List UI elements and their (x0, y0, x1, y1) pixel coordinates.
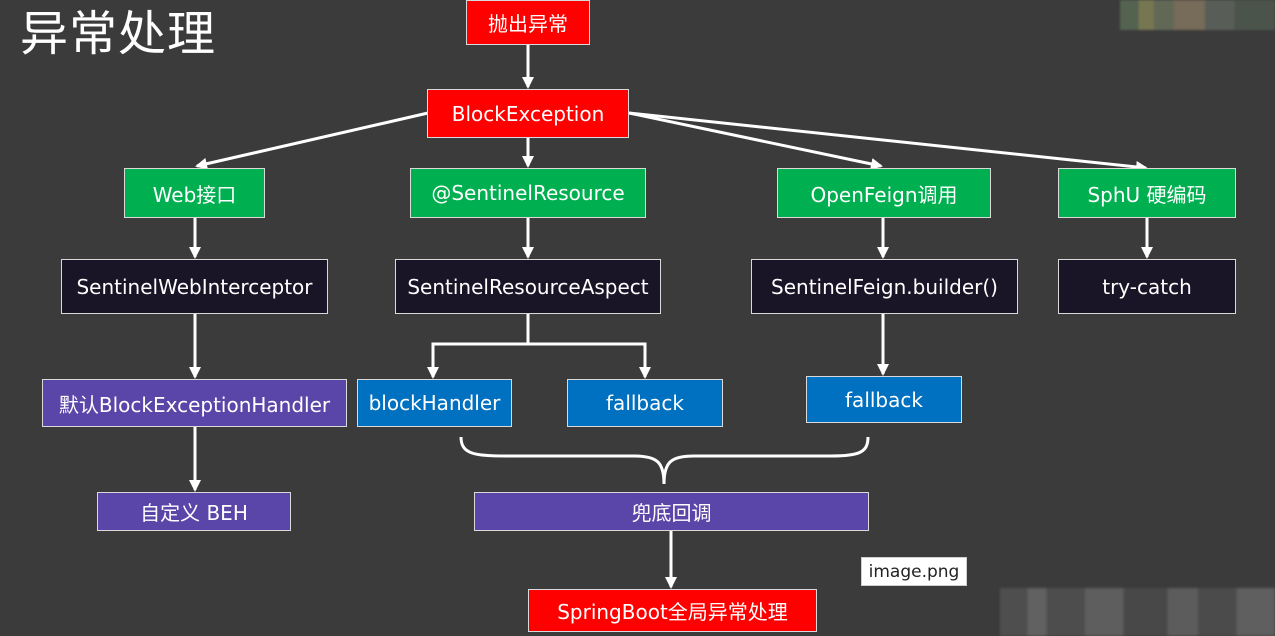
bottom-right-blurred-region (1000, 588, 1275, 636)
sentinel-resource-node: @SentinelResource (410, 168, 646, 218)
springboot-global-exception-node: SpringBoot全局异常处理 (528, 589, 817, 632)
block-handler-label: blockHandler (368, 391, 501, 415)
sentinel-web-interceptor-label: SentinelWebInterceptor (76, 274, 313, 299)
sentinel-web-interceptor-node: SentinelWebInterceptor (61, 259, 328, 314)
arrow-blockexception-to-web (195, 111, 429, 170)
page-title: 异常处理 (20, 6, 217, 62)
openfeign-label: OpenFeign调用 (810, 182, 958, 207)
split-connector-aspect (431, 314, 647, 377)
web-interface-label: Web接口 (152, 182, 237, 207)
throw-exception-label: 抛出异常 (488, 12, 568, 36)
brace-fallback-group (459, 436, 870, 485)
fallback-callback-node: 兜底回调 (474, 492, 869, 531)
default-block-exception-handler-node: 默认BlockExceptionHandler (42, 379, 347, 427)
image-filename-tooltip: image.png (861, 557, 967, 586)
custom-beh-node: 自定义 BEH (97, 492, 291, 531)
block-handler-node: blockHandler (357, 379, 512, 427)
fallback-callback-label: 兜底回调 (631, 501, 712, 525)
sentinel-resource-label: @SentinelResource (431, 181, 625, 205)
default-block-exception-handler-label: 默认BlockExceptionHandler (58, 392, 331, 417)
web-interface-node: Web接口 (124, 168, 265, 218)
sentinel-feign-builder-label: SentinelFeign.builder() (771, 274, 998, 299)
throw-exception-node: 抛出异常 (466, 0, 590, 45)
custom-beh-label: 自定义 BEH (140, 501, 248, 525)
try-catch-label: try-catch (1102, 274, 1192, 299)
sentinel-resource-aspect-node: SentinelResourceAspect (395, 259, 661, 314)
blockexception-node: BlockException (427, 89, 629, 138)
sentinel-resource-aspect-label: SentinelResourceAspect (407, 274, 649, 299)
sphu-label: SphU 硬编码 (1087, 182, 1207, 207)
arrow-blockexception-to-openfeign (628, 111, 883, 170)
fallback-resource-label: fallback (606, 391, 684, 415)
fallback-resource-node: fallback (567, 379, 723, 427)
sentinel-feign-builder-node: SentinelFeign.builder() (751, 259, 1018, 314)
blockexception-label: BlockException (451, 101, 605, 126)
try-catch-node: try-catch (1058, 259, 1236, 314)
top-right-blurred-region (1120, 0, 1275, 30)
springboot-global-exception-label: SpringBoot全局异常处理 (557, 600, 788, 624)
fallback-feign-label: fallback (845, 387, 923, 412)
sphu-node: SphU 硬编码 (1058, 168, 1236, 218)
fallback-feign-node: fallback (806, 376, 962, 423)
arrow-blockexception-to-sphu (628, 111, 1148, 173)
openfeign-node: OpenFeign调用 (777, 168, 991, 218)
